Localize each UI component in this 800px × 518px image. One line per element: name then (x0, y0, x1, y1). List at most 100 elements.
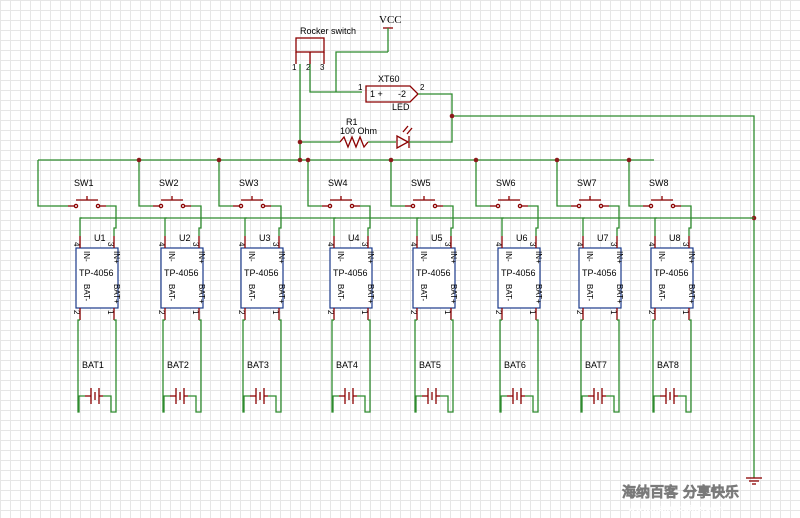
switch-contact (670, 203, 676, 209)
wire-bat-plus (357, 319, 371, 413)
tp4056-module (412, 247, 456, 309)
module-in-minus: IN- (504, 251, 513, 262)
module-bat-plus: BAT+ (615, 284, 624, 304)
battery-label: BAT7 (585, 360, 607, 370)
module-pin-4: 4 (575, 242, 584, 247)
wire-switch-inplus (191, 205, 202, 236)
led-indicator (396, 125, 413, 150)
module-in-plus: IN+ (687, 251, 696, 264)
module-pin-4: 4 (494, 242, 503, 247)
module-in-minus: IN- (336, 251, 345, 262)
xt60-pin-2: 2 (420, 83, 425, 92)
module-part: TP-4056 (164, 268, 199, 278)
module-pin-2: 2 (326, 310, 335, 315)
module-in-minus: IN- (82, 251, 91, 262)
module-part: TP-4056 (333, 268, 368, 278)
battery-label: BAT3 (247, 360, 269, 370)
wire-bat-minus (580, 319, 588, 413)
battery-label: BAT8 (657, 360, 679, 370)
wire-bat-plus (103, 319, 117, 413)
wire-bat-minus (499, 319, 507, 413)
switch-contact (180, 203, 186, 209)
module-pin-4: 4 (409, 242, 418, 247)
module-ref: U6 (516, 233, 528, 243)
switch-contact (158, 203, 164, 209)
module-pin-2: 2 (575, 310, 584, 315)
module-ref: U4 (348, 233, 360, 243)
switch-contact (410, 203, 416, 209)
rocker-pin-3: 3 (320, 63, 325, 72)
xt60-plus: 1 + (370, 89, 383, 99)
wire-switch-inplus (681, 205, 692, 236)
module-in-plus: IN+ (197, 251, 206, 264)
module-pin-1: 1 (609, 310, 618, 315)
battery-label: BAT2 (167, 360, 189, 370)
switch-contact (260, 203, 266, 209)
resistor-r1: R1 100 Ohm (339, 117, 377, 149)
module-bat-plus: BAT+ (449, 284, 458, 304)
module-bat-plus: BAT+ (112, 284, 121, 304)
module-in-minus: IN- (585, 251, 594, 262)
wire-bus-branch (218, 160, 233, 207)
tp4056-module (578, 247, 622, 309)
switch-label: SW8 (649, 178, 669, 188)
module-pin-1: 1 (191, 310, 200, 315)
module-pin-4: 4 (157, 242, 166, 247)
watermark-url: www.hainabaike.com (628, 504, 724, 513)
wire-bat-minus (242, 319, 250, 413)
junction-bus (305, 157, 311, 163)
switch-contact (327, 203, 333, 209)
wire-switch-inplus (609, 205, 620, 236)
tp4056-module (329, 247, 373, 309)
module-bat-plus: BAT+ (277, 284, 286, 304)
module-pin-1: 1 (528, 310, 537, 315)
module-bat-minus: BAT- (247, 284, 256, 302)
switch-label: SW1 (74, 178, 94, 188)
xt60-pin-1: 1 (358, 83, 363, 92)
xt60-sub: LED (392, 102, 410, 112)
wire-switch-inplus (360, 205, 371, 236)
module-pin-1: 1 (106, 310, 115, 315)
wire-inminus (654, 217, 657, 236)
wire-bat-plus (440, 319, 454, 413)
module-pin-3: 3 (528, 242, 537, 247)
junction-r1 (297, 139, 303, 145)
wire-switch-inplus (528, 205, 539, 236)
wire-bat-minus (414, 319, 422, 413)
module-pin-2: 2 (409, 310, 418, 315)
wire-inminus (501, 217, 504, 236)
module-pin-2: 2 (157, 310, 166, 315)
switch-contact (349, 203, 355, 209)
wire-bus-branch (390, 160, 405, 207)
switch-label: SW7 (577, 178, 597, 188)
module-in-plus: IN+ (534, 251, 543, 264)
wire-bus-branch (556, 160, 571, 207)
rocker-pin-1: 1 (292, 63, 297, 72)
wire-switch-inplus (106, 205, 117, 236)
wire-bus-left (37, 160, 52, 207)
switch-label: SW4 (328, 178, 348, 188)
module-ref: U3 (259, 233, 271, 243)
module-ref: U7 (597, 233, 609, 243)
xt60-label: XT60 (378, 74, 400, 84)
wire-bat-minus (331, 319, 339, 413)
module-bat-minus: BAT- (336, 284, 345, 302)
ground-symbol (746, 477, 762, 485)
module-bat-minus: BAT- (504, 284, 513, 302)
module-pin-1: 1 (681, 310, 690, 315)
module-pin-3: 3 (609, 242, 618, 247)
module-in-plus: IN+ (615, 251, 624, 264)
module-in-minus: IN- (657, 251, 666, 262)
module-pin-1: 1 (443, 310, 452, 315)
wire-bat-minus (77, 319, 85, 413)
resistor-ref: R1 (346, 117, 358, 127)
module-part: TP-4056 (79, 268, 114, 278)
switch-label: SW5 (411, 178, 431, 188)
rocker-pin-2: 2 (306, 63, 311, 72)
module-bat-plus: BAT+ (534, 284, 543, 304)
module-pin-2: 2 (237, 310, 246, 315)
module-bat-minus: BAT- (419, 284, 428, 302)
module-pin-3: 3 (681, 242, 690, 247)
junction-bus (554, 157, 560, 163)
